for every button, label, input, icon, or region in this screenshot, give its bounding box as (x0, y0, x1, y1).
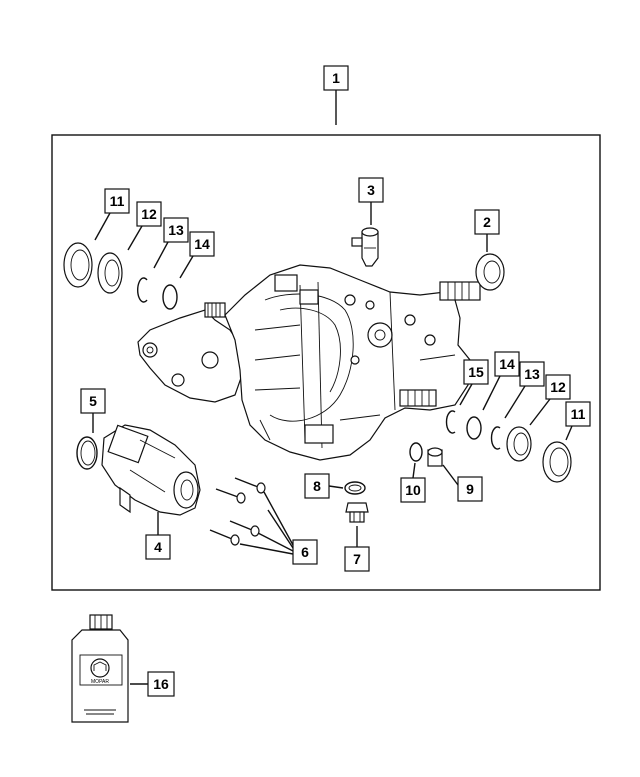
callout-13-right[interactable]: 13 (504, 361, 545, 419)
actuator-motor-4 (101, 424, 201, 516)
callout-13-left-label: 13 (168, 222, 184, 238)
right-o-ring-14 (466, 416, 482, 440)
right-seal-12 (506, 426, 532, 462)
washer-8 (344, 481, 366, 495)
callout-14-left-label: 14 (194, 236, 210, 252)
callout-3-label: 3 (367, 182, 375, 198)
plug-7 (345, 502, 369, 523)
callout-4[interactable]: 4 (145, 512, 171, 560)
callout-3[interactable]: 3 (358, 177, 384, 225)
callout-16[interactable]: 16 (130, 671, 175, 697)
left-o-ring-14 (162, 284, 178, 310)
callout-1-label: 1 (332, 70, 340, 86)
bolts-6 (209, 477, 266, 546)
callout-12-left-label: 12 (141, 206, 157, 222)
right-seal-11 (542, 441, 572, 483)
assembly-frame (51, 134, 601, 591)
callout-2-label: 2 (483, 214, 491, 230)
callout-11-right[interactable]: 11 (565, 401, 591, 441)
callout-2[interactable]: 2 (474, 209, 500, 252)
callout-4-label: 4 (154, 539, 162, 555)
left-seal-12 (97, 252, 123, 294)
callout-15-label: 15 (468, 364, 484, 380)
callout-14-right-label: 14 (499, 356, 515, 372)
callout-5-label: 5 (89, 393, 97, 409)
callout-13-right-label: 13 (524, 366, 540, 382)
callout-14-left[interactable]: 14 (179, 231, 215, 279)
callout-11-right-label: 11 (571, 406, 586, 422)
callout-11-left-label: 11 (110, 193, 125, 209)
callout-1[interactable]: 1 (323, 65, 349, 125)
callout-16-label: 16 (153, 676, 169, 692)
seal-2 (475, 253, 505, 291)
callout-8[interactable]: 8 (304, 473, 344, 499)
callout-7-label: 7 (353, 551, 361, 567)
callout-12-right-label: 12 (550, 379, 566, 395)
fluid-bottle-16: MOPAR (71, 614, 129, 723)
callout-8-label: 8 (313, 478, 321, 494)
callout-12-left[interactable]: 12 (127, 201, 162, 251)
callout-9-label: 9 (466, 481, 474, 497)
callout-10[interactable]: 10 (400, 462, 426, 503)
callout-11-left[interactable]: 11 (94, 188, 130, 241)
callout-15[interactable]: 15 (459, 359, 489, 406)
callout-13-left[interactable]: 13 (153, 217, 189, 269)
callout-6-label: 6 (301, 544, 309, 560)
right-snap-ring-13 (490, 426, 501, 450)
callout-5[interactable]: 5 (80, 388, 106, 433)
plug-9 (427, 447, 443, 467)
vent-fitting-3 (351, 227, 379, 267)
washer-10 (409, 442, 423, 462)
differential-housing (137, 264, 481, 461)
callout-9[interactable]: 9 (442, 464, 483, 502)
left-seal-11 (63, 242, 93, 288)
callout-14-right[interactable]: 14 (482, 351, 520, 411)
o-ring-5 (76, 436, 98, 470)
bottle-logo-text: MOPAR (91, 679, 109, 685)
left-snap-ring-13 (136, 277, 148, 303)
callout-6[interactable]: 6 (239, 491, 318, 565)
callout-10-label: 10 (405, 482, 421, 498)
callout-7[interactable]: 7 (344, 526, 370, 572)
callout-12-right[interactable]: 12 (529, 374, 571, 426)
right-snap-ring-15 (445, 410, 456, 434)
